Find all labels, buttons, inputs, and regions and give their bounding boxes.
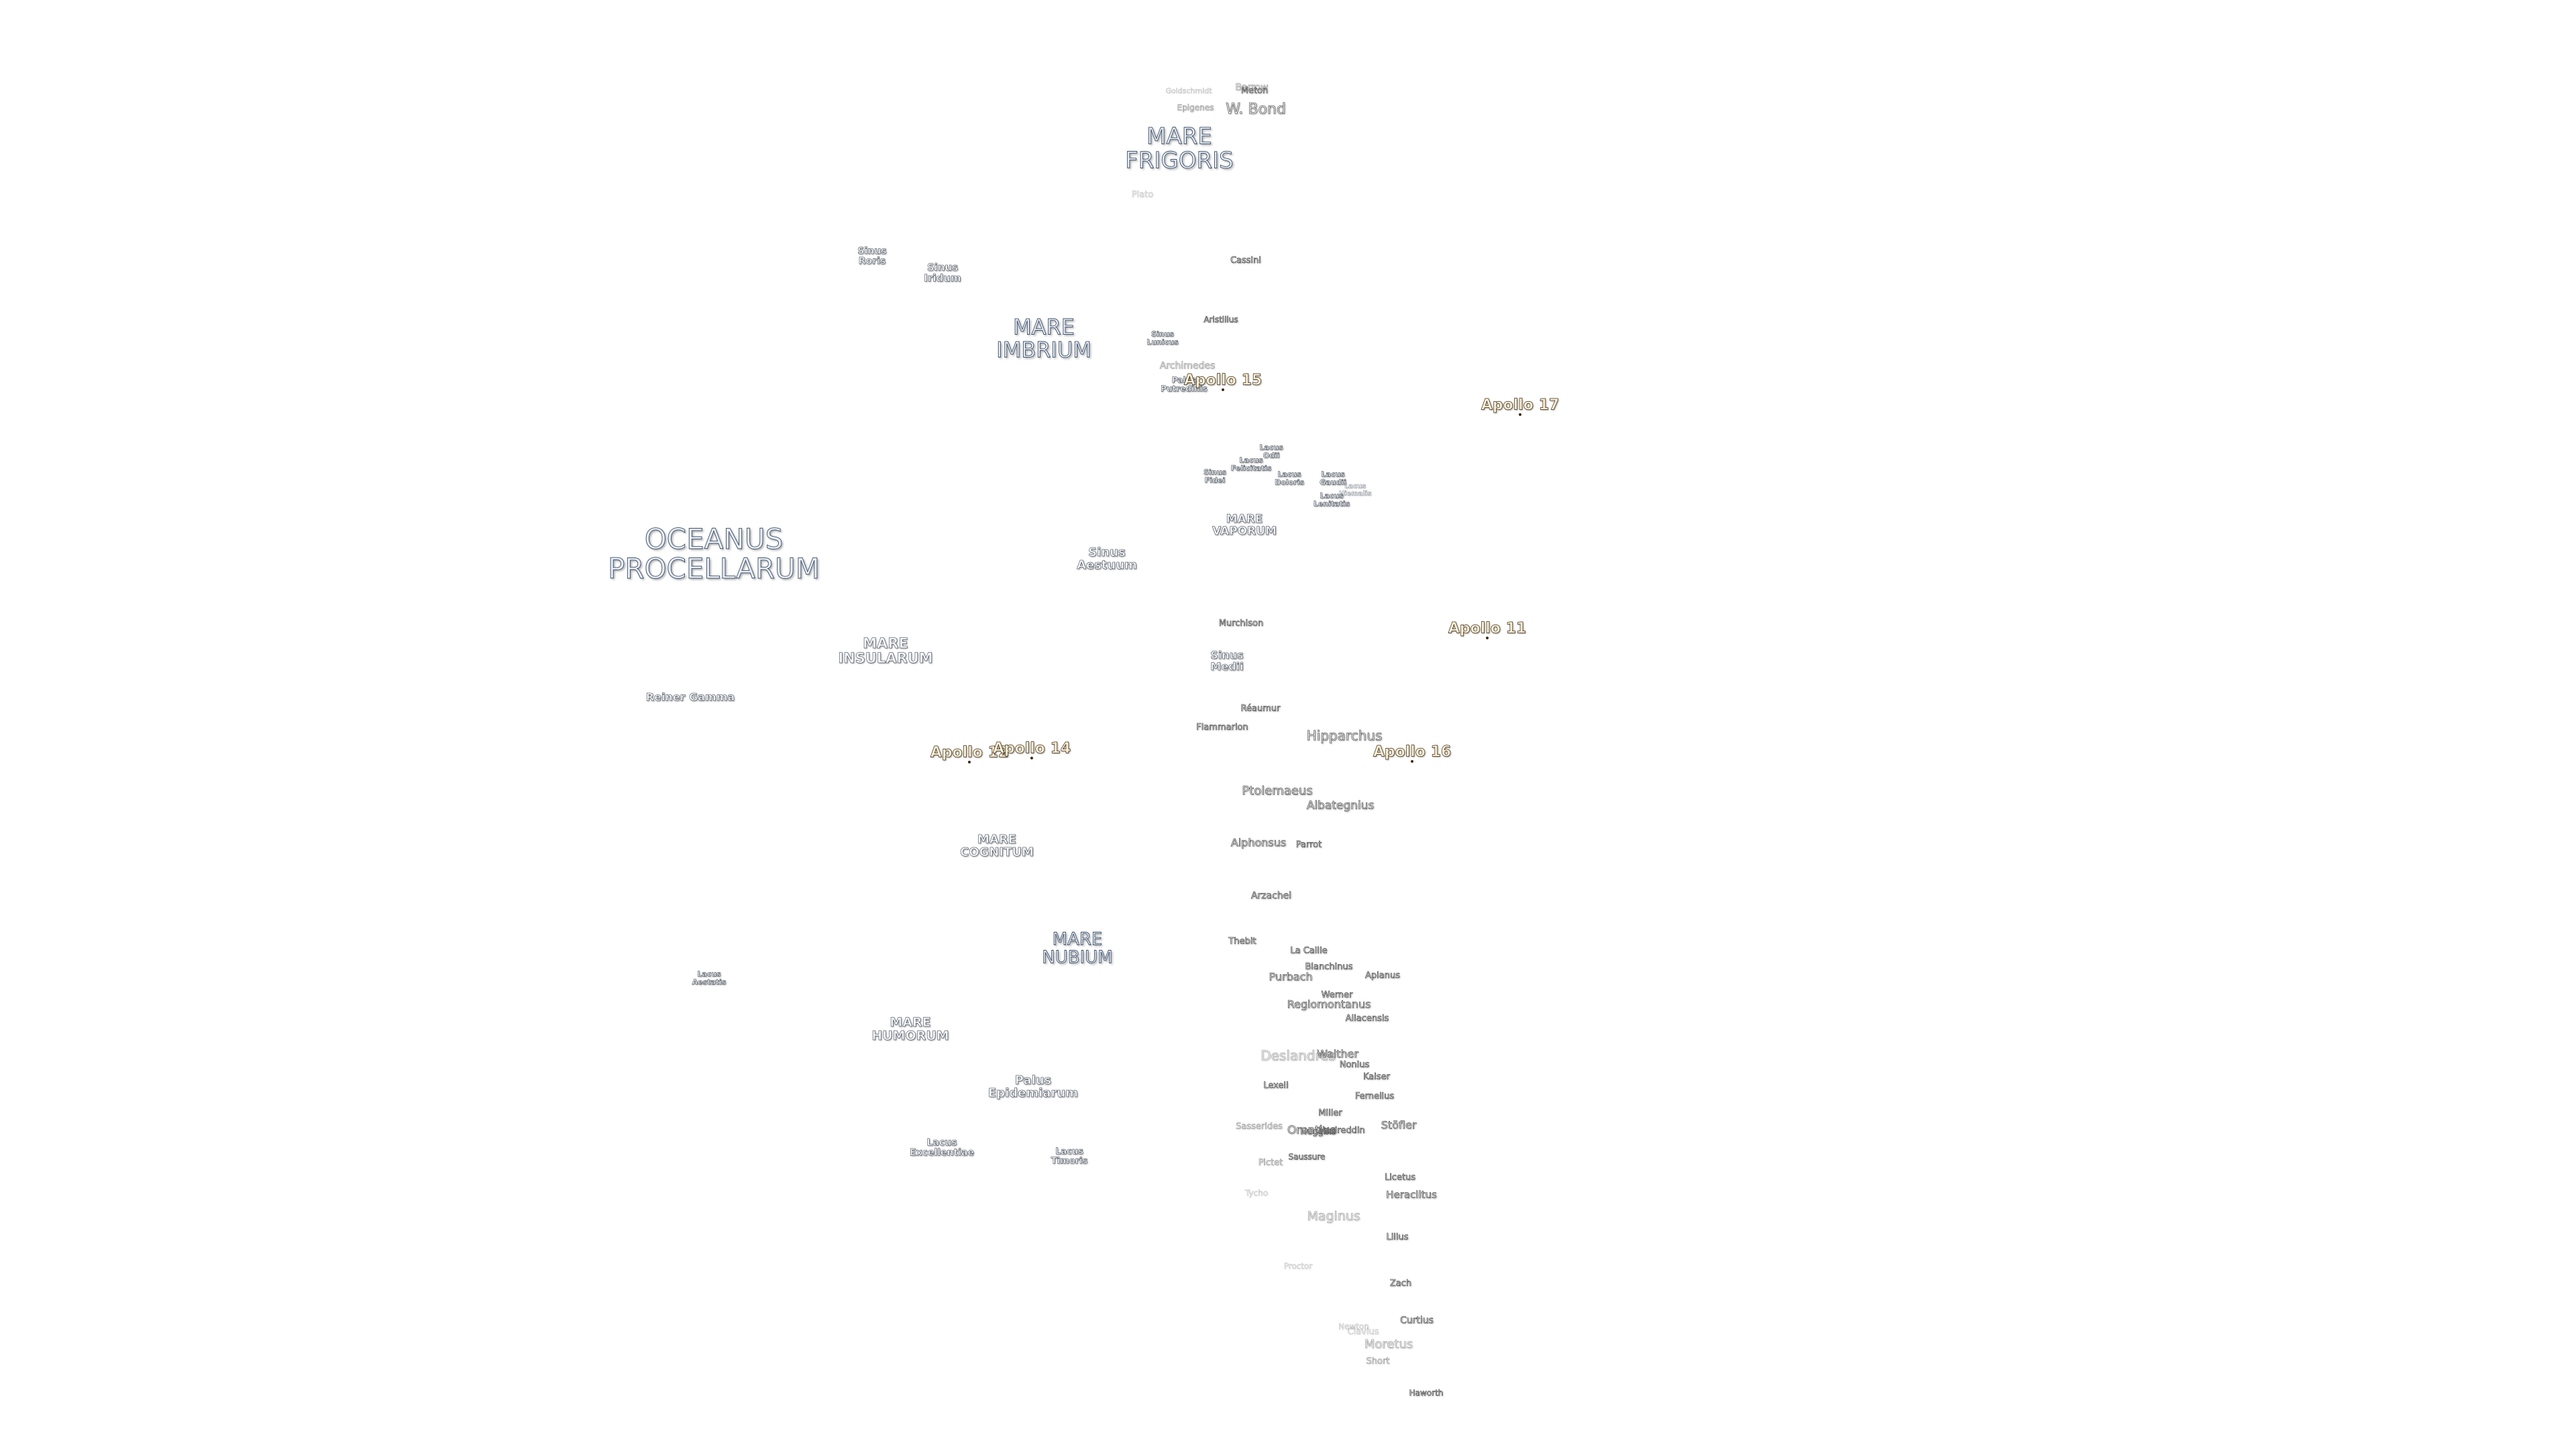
landing-site-apollo-11[interactable]: Apollo 11 [1448, 620, 1527, 637]
label-tycho: Tycho [1244, 1188, 1269, 1198]
label-purbach: Purbach [1269, 970, 1313, 983]
label-lilius: Lilius [1386, 1232, 1409, 1243]
label-haworth: Haworth [1409, 1388, 1444, 1398]
label-archimedes: Archimedes [1159, 360, 1216, 372]
label-alphonsus: Alphonsus [1230, 836, 1287, 849]
label-sinus-fidei: Sinus Fidei [1203, 468, 1226, 484]
landing-site-marker-icon[interactable] [1519, 413, 1521, 416]
label-lacus-felicitatis: Lacus Felicitatis [1230, 455, 1272, 472]
label-mare-imbrium: MARE IMBRIUM [996, 314, 1092, 362]
label-sinus-aestuum: Sinus Aestuum [1077, 545, 1137, 572]
label-albategnius: Albategnius [1306, 799, 1375, 813]
label-aliacensis: Aliacensis [1345, 1014, 1389, 1024]
label-reaumur: Réaumur [1240, 704, 1281, 714]
label-lacus-gaudii: Lacus Gaudii [1320, 470, 1346, 486]
label-mare-nubium: MARE NUBIUM [1042, 929, 1113, 968]
landing-site-marker-icon[interactable] [1222, 388, 1224, 391]
landing-site-apollo-16[interactable]: Apollo 16 [1373, 743, 1452, 761]
label-goldschmidt: Goldschmidt [1165, 87, 1212, 96]
label-miller: Miller [1318, 1108, 1342, 1119]
label-heraclitus: Heraclitus [1386, 1189, 1437, 1201]
label-hipparchus: Hipparchus [1306, 727, 1383, 744]
label-orontius: Orontius [1287, 1124, 1336, 1138]
label-stofler: Stöfler [1381, 1118, 1417, 1132]
label-lacus-odii: Lacus Odii [1259, 443, 1283, 460]
label-mare-insularum: MARE INSULARUM [838, 635, 933, 666]
label-palus-putredinis: Palus Putredinis [1161, 375, 1208, 393]
landing-site-marker-icon[interactable] [1486, 637, 1489, 639]
label-parrot: Parrot [1295, 840, 1322, 851]
label-lacus-hiemalis: Lacus Hiemalis [1338, 482, 1372, 498]
label-lacus-timoris: Lacus Timoris [1051, 1146, 1088, 1166]
label-kaiser: Kaiser [1363, 1072, 1391, 1083]
label-sasserides: Sasserides [1236, 1122, 1283, 1132]
label-werner: Werner [1321, 990, 1353, 1001]
label-mare-humorum: MARE HUMORUM [871, 1015, 949, 1043]
label-lacus-lenitatis: Lacus Lenitatis [1313, 491, 1350, 508]
label-mare-frigoris: MARE FRIGORIS [1125, 123, 1234, 174]
label-huggins: Huggins [1300, 1127, 1336, 1138]
label-plato: Plato [1131, 190, 1154, 201]
label-nasireddin: Nasireddin [1318, 1126, 1365, 1136]
landing-site-marker-icon[interactable] [1411, 760, 1413, 763]
label-curtius: Curtius [1400, 1315, 1434, 1326]
landing-site-marker-icon[interactable] [968, 761, 971, 763]
label-w-bond: W. Bond [1226, 101, 1286, 118]
label-sinus-roris: Sinus Roris [857, 246, 887, 266]
label-maginus: Maginus [1307, 1209, 1360, 1224]
label-mare-vaporum: MARE VAPORUM [1212, 513, 1277, 538]
label-lacus-doloris: Lacus Doloris [1275, 470, 1304, 486]
label-saussure: Saussure [1288, 1152, 1326, 1162]
landing-site-apollo-12[interactable]: Apollo 12 [930, 744, 1009, 761]
label-deslandres: Deslandres [1260, 1047, 1336, 1064]
label-murchison: Murchison [1218, 619, 1264, 629]
landing-site-marker-icon[interactable] [1030, 757, 1033, 759]
label-moretus: Moretus [1364, 1337, 1413, 1352]
label-reiner-gamma: Reiner Gamma [645, 690, 735, 704]
label-nonius: Nonius [1339, 1060, 1370, 1071]
label-lacus-excellentiae: Lacus Excellentiae [910, 1137, 974, 1158]
landing-site-apollo-17[interactable]: Apollo 17 [1481, 396, 1560, 414]
label-blanchinus: Blanchinus [1305, 962, 1353, 973]
label-thebit: Thebit [1228, 936, 1256, 947]
label-sinus-medii: Sinus Medii [1210, 649, 1244, 673]
landing-site-apollo-15[interactable]: Apollo 15 [1183, 372, 1263, 389]
label-ptolemaeus: Ptolemaeus [1242, 784, 1313, 798]
label-regiomontanus: Regiomontanus [1287, 998, 1371, 1011]
label-epigenes: Epigenes [1177, 103, 1214, 113]
label-walther: Walther [1317, 1047, 1358, 1061]
label-proctor: Proctor [1283, 1261, 1313, 1271]
label-pictet: Pictet [1258, 1158, 1283, 1169]
label-aristillus: Aristillus [1203, 315, 1238, 325]
label-arzachel: Arzachel [1250, 890, 1292, 902]
label-licetus: Licetus [1384, 1173, 1416, 1183]
landing-site-apollo-14[interactable]: Apollo 14 [992, 740, 1071, 757]
label-short: Short [1366, 1356, 1390, 1367]
label-apianus: Apianus [1365, 971, 1401, 981]
label-palus-epidemiarum: Palus Epidemiarum [988, 1073, 1078, 1100]
label-meton: Meton [1240, 86, 1269, 97]
label-clavius: Clavius [1347, 1327, 1379, 1338]
label-la-caille: La Caille [1290, 946, 1328, 957]
label-lacus-aestatis: Lacus Aestatis [692, 969, 727, 986]
label-flammarion: Flammarion [1196, 722, 1248, 733]
label-barrow: Barrow [1235, 82, 1269, 93]
label-mare-cognitum: MARE COGNITUM [960, 833, 1034, 859]
label-cassini: Cassini [1230, 256, 1262, 266]
label-oceanus-procellarum: OCEANUS PROCELLARUM [607, 522, 820, 585]
label-sinus-lunicus: Sinus Lunicus [1146, 329, 1179, 346]
label-newton: Newton [1338, 1322, 1369, 1332]
label-fernelius: Fernelius [1354, 1091, 1395, 1102]
label-lexell: Lexell [1263, 1081, 1289, 1091]
label-sinus-iridum: Sinus Iridum [924, 261, 961, 284]
label-zach: Zach [1389, 1279, 1412, 1289]
